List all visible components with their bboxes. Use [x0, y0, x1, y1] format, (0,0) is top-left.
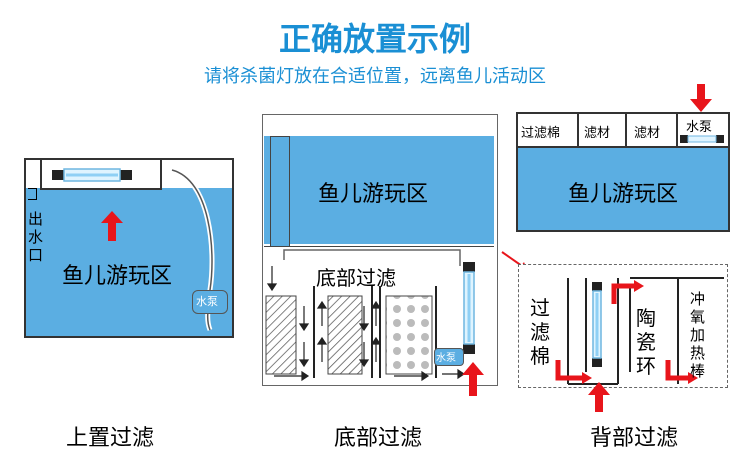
pump: [192, 290, 228, 314]
hose: [171, 167, 215, 331]
red-arrow-up-icon: [462, 362, 484, 396]
chamber-filter-cotton: 过滤棉: [530, 296, 550, 368]
slot-pump: 水泵: [686, 120, 713, 135]
slot-media-1: 滤材: [584, 126, 611, 141]
slot-divider: [625, 114, 627, 146]
uv-lamp-icon: [52, 168, 132, 182]
slot-media-2: 滤材: [634, 126, 661, 141]
fish-zone-label: 鱼儿游玩区: [568, 182, 679, 207]
pump-label: 水泵: [196, 295, 218, 308]
outlet-label: 出水口: [28, 210, 44, 264]
page-subtitle: 请将杀菌灯放在合适位置，远离鱼儿活动区: [204, 66, 546, 87]
page-title: 正确放置示例: [278, 20, 471, 58]
red-arrow-up-icon: [101, 211, 123, 241]
chamber-oxygen-heater: 冲氧加热棒: [690, 290, 706, 380]
caption-bottom-filter: 底部过滤: [334, 426, 423, 451]
red-arrow-down-icon: [690, 84, 712, 112]
pump: [434, 348, 464, 366]
fish-zone-label: 鱼儿游玩区: [318, 182, 429, 207]
red-arrow-up-icon: [588, 382, 610, 412]
slot-divider: [577, 114, 579, 146]
fish-zone-label: 鱼儿游玩区: [62, 264, 173, 289]
uv-lamp-icon: [680, 135, 724, 143]
sump-label: 底部过滤: [316, 266, 396, 290]
sump-media: [265, 249, 475, 382]
slot-divider: [676, 114, 678, 146]
pump-label: 水泵: [436, 353, 456, 364]
caption-top-filter: 上置过滤: [66, 426, 155, 451]
caption-back-filter: 背部过滤: [590, 426, 679, 451]
upper-tank: [264, 136, 494, 244]
outlet-icon: [28, 188, 37, 200]
slot-filter-cotton: 过滤棉: [521, 126, 561, 141]
chamber-ceramic-rings: 陶瓷环: [636, 306, 656, 378]
chamber-walls: [555, 277, 724, 385]
top-filter-diagram: 水泵 出水口 鱼儿游玩区 上置过滤: [0, 0, 250, 458]
